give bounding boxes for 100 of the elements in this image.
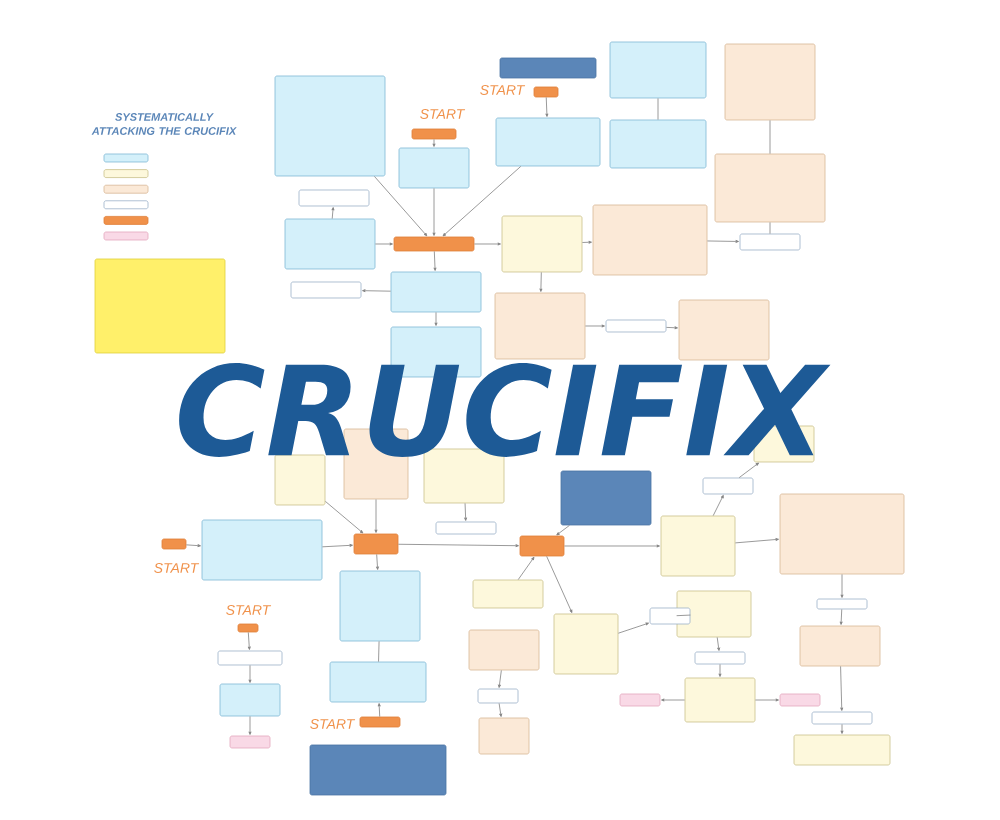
- flow-box: [309, 744, 447, 796]
- flow-box: [237, 623, 259, 633]
- arrow: [498, 670, 502, 688]
- arrow: [375, 242, 393, 246]
- arrow: [331, 207, 335, 219]
- arrow: [564, 544, 660, 548]
- arrow: [498, 703, 503, 717]
- arrow: [666, 326, 678, 330]
- arrow: [582, 240, 592, 244]
- flow-box: [201, 519, 323, 581]
- arrow: [707, 239, 739, 243]
- arrow: [585, 324, 605, 328]
- arrow: [539, 272, 543, 292]
- arrow: [186, 544, 201, 548]
- arrow: [839, 609, 843, 625]
- flow-box: [779, 493, 905, 575]
- arrow: [840, 724, 844, 734]
- arrow: [325, 501, 364, 534]
- flow-box: [660, 515, 736, 577]
- arrow: [442, 166, 522, 237]
- flow-box: [478, 717, 530, 755]
- flow-box: [161, 538, 187, 550]
- flow-box: [678, 299, 770, 361]
- arrow: [376, 554, 379, 570]
- flow-box: [649, 607, 691, 625]
- flow-box: [560, 470, 652, 526]
- flow-box: [468, 629, 540, 671]
- arrow: [377, 703, 381, 717]
- arrow: [738, 462, 759, 478]
- flow-box: [609, 41, 707, 99]
- flow-box: [799, 625, 881, 667]
- flow-box: [472, 579, 544, 609]
- flow-box: [676, 590, 752, 638]
- arrow: [755, 698, 779, 702]
- flow-box: [739, 233, 801, 251]
- arrow: [735, 538, 779, 544]
- flow-box: [339, 570, 421, 642]
- flow-box: [284, 218, 376, 270]
- flow-box: [592, 204, 708, 276]
- flow-box: [393, 236, 475, 252]
- flow-box: [229, 735, 271, 749]
- flow-box: [684, 677, 756, 723]
- flow-box: [793, 734, 891, 766]
- arrow: [840, 666, 844, 711]
- arrow: [716, 637, 721, 651]
- flow-box: [353, 533, 399, 555]
- flow-box: [533, 86, 559, 98]
- arrow: [434, 312, 438, 326]
- arrow: [248, 665, 252, 683]
- flow-box: [811, 711, 873, 725]
- flow-box: [494, 292, 586, 360]
- arrow: [433, 251, 437, 271]
- flow-box: [519, 535, 565, 557]
- flow-box: [477, 688, 519, 704]
- flow-box: [501, 215, 583, 273]
- flow-box: [495, 117, 601, 167]
- flow-box: [217, 650, 283, 666]
- arrow: [248, 716, 252, 735]
- arrow: [374, 176, 428, 237]
- arrow: [556, 525, 570, 536]
- flow-box: [390, 271, 482, 313]
- flow-box: [816, 598, 868, 610]
- flow-box: [290, 281, 362, 299]
- flow-box: [724, 43, 816, 121]
- arrow: [432, 139, 436, 147]
- arrow: [840, 574, 844, 598]
- title: CRUCIFIX: [179, 363, 831, 457]
- arrow: [247, 632, 251, 650]
- arrow: [464, 503, 468, 521]
- arrow: [517, 556, 535, 580]
- flow-box: [274, 454, 326, 506]
- flow-box: [435, 521, 497, 535]
- arrow: [718, 664, 722, 677]
- flow-box: [553, 613, 619, 675]
- flow-box: [411, 128, 457, 140]
- arrow: [618, 622, 649, 634]
- flow-box: [779, 693, 821, 707]
- flow-box: [714, 153, 826, 223]
- flow-box: [329, 661, 427, 703]
- arrow: [661, 698, 685, 702]
- arrow: [546, 556, 573, 613]
- arrow: [432, 188, 436, 236]
- flow-box: [619, 693, 661, 707]
- arrow: [545, 97, 549, 117]
- arrow: [374, 499, 378, 533]
- arrow: [712, 494, 724, 516]
- flow-box: [609, 119, 707, 169]
- flow-box: [359, 716, 401, 728]
- flow-box: [694, 651, 746, 665]
- arrow: [322, 543, 353, 548]
- arrow: [474, 242, 501, 246]
- flow-box: [398, 147, 470, 189]
- flow-box: [298, 189, 370, 207]
- flow-box: [499, 57, 597, 79]
- flow-box: [274, 75, 386, 177]
- flow-box: [94, 258, 226, 354]
- arrow: [362, 289, 391, 293]
- flow-box: [702, 477, 754, 495]
- arrow: [398, 543, 519, 548]
- flow-box: [605, 319, 667, 333]
